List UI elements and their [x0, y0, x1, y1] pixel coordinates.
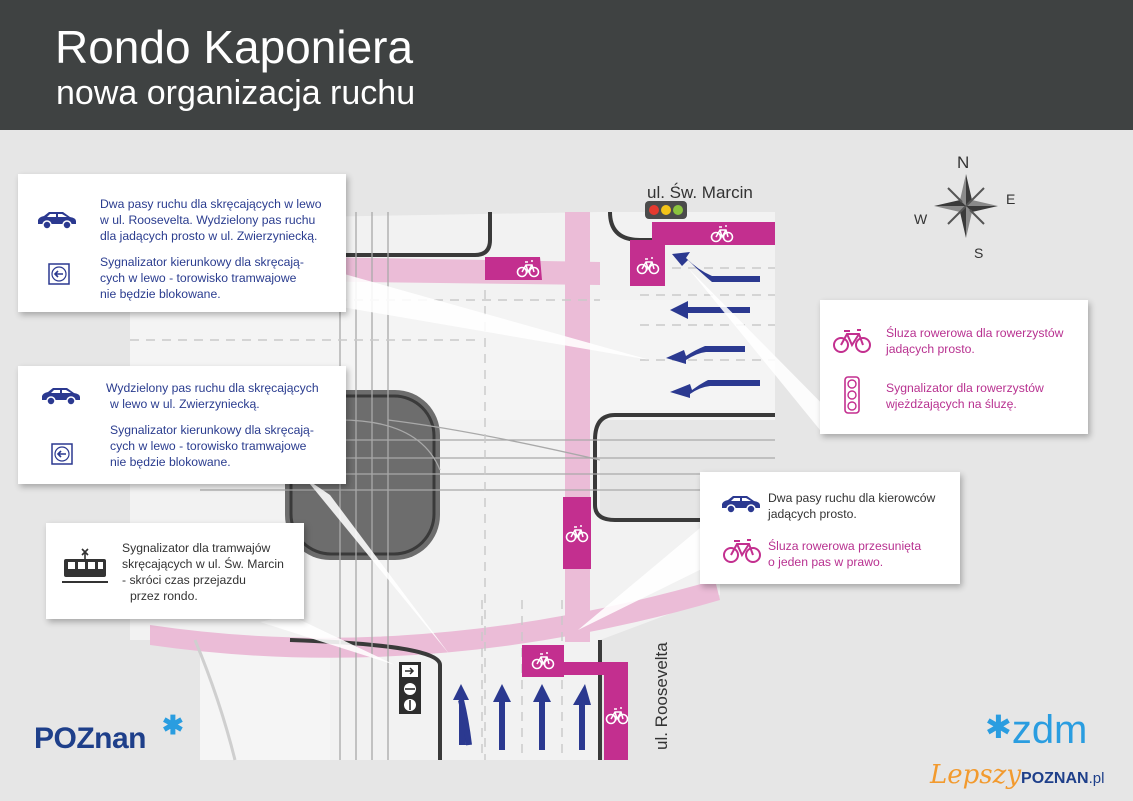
callout-text-line: skręcających w ul. Św. Marcin	[122, 557, 284, 571]
compass-w-label: W	[914, 211, 928, 227]
car-icon	[38, 212, 76, 230]
watermark-poznan: POZNAN	[1021, 770, 1089, 787]
compass-e-label: E	[1006, 191, 1015, 207]
callout-text-line: Dwa pasy ruchu dla skręcających w lewo	[100, 197, 322, 211]
poznan-logo: POZnan ✱	[34, 710, 184, 756]
asterisk-icon: ✱	[162, 710, 184, 740]
bicycle-icon	[723, 539, 761, 563]
street-label-roosevelta: ul. Roosevelta	[652, 642, 671, 750]
callout-text-line: dla jadących prosto w ul. Zwierzyniecką.	[100, 229, 318, 243]
zdm-logo: ✱zdm	[985, 708, 1087, 753]
intersection-map: ul. Św. Marcin ul. Roosevelta N E S W	[130, 153, 1015, 761]
callout-text-line: nie będzie blokowane.	[100, 287, 221, 301]
callout-text-line: nie będzie blokowane.	[110, 455, 231, 469]
callout-text-line: jadących prosto.	[886, 342, 975, 356]
callout-right-bottom: Dwa pasy ruchu dla kierowców jadących pr…	[700, 472, 960, 584]
callout-text-line: w lewo w ul. Zwierzyniecką.	[110, 397, 260, 411]
callout-text-line: Sygnalizator dla tramwajów	[122, 541, 271, 555]
callout-text-line: przez rondo.	[130, 589, 198, 603]
header-bar: Rondo Kaponiera nowa organizacja ruchu	[0, 0, 1133, 130]
tram-icon	[62, 548, 108, 583]
callout-text-line: Wydzielony pas ruchu dla skręcających	[106, 381, 319, 395]
callout-text-line: wjeżdżających na śluzę.	[886, 397, 1017, 411]
callout-text-line: cych w lewo - torowisko tramwajowe	[110, 439, 307, 453]
direction-signal-icon	[51, 443, 73, 465]
watermark: LepszyPOZNAN.pl	[930, 760, 1104, 790]
traffic-light-icon	[844, 376, 860, 414]
callout-text-line: o jeden pas w prawo.	[768, 555, 884, 569]
callout-text-line: w ul. Roosevelta. Wydzielony pas ruchu	[100, 213, 316, 227]
callout-top-left: Dwa pasy ruchu dla skręcających w lewo w…	[18, 174, 346, 312]
callout-tram: Sygnalizator dla tramwajów skręcających …	[46, 523, 304, 619]
car-icon	[42, 388, 80, 406]
direction-signal-icon	[48, 263, 70, 285]
asterisk-icon: ✱	[985, 709, 1012, 745]
callout-mid-left: Wydzielony pas ruchu dla skręcających w …	[18, 366, 346, 484]
zdm-logo-text: zdm	[1011, 708, 1088, 752]
watermark-pl: .pl	[1088, 770, 1105, 787]
callout-text-line: Sygnalizator kierunkowy dla skręcają-	[100, 255, 304, 269]
callout-right-top: Śluza rowerowa dla rowerzystów jadących …	[820, 300, 1088, 434]
watermark-lepszy: Lepszy	[930, 760, 1022, 790]
callout-text-line: Sygnalizator dla rowerzystów	[886, 381, 1044, 395]
bicycle-icon	[833, 329, 871, 353]
compass-rose-icon: N E S W	[914, 153, 1015, 261]
callout-text-line: cych w lewo - torowisko tramwajowe	[100, 271, 297, 285]
car-icon	[722, 496, 760, 514]
callout-text-line: Śluza rowerowa przesunięta	[768, 539, 922, 553]
compass-s-label: S	[974, 245, 983, 261]
callout-text-line: Śluza rowerowa dla rowerzystów	[886, 326, 1064, 340]
poznan-logo-text: POZnan	[34, 722, 147, 755]
street-label-marcin: ul. Św. Marcin	[647, 183, 753, 202]
page-title: Rondo Kaponiera	[55, 21, 414, 73]
callout-text-line: Dwa pasy ruchu dla kierowców	[768, 491, 936, 505]
callout-text-line: jadących prosto.	[768, 507, 857, 521]
callout-text-line: - skróci czas przejazdu	[122, 573, 246, 587]
page-subtitle: nowa organizacja ruchu	[56, 74, 416, 112]
compass-n-label: N	[957, 153, 969, 172]
callout-text-line: Sygnalizator kierunkowy dla skręcają-	[110, 423, 314, 437]
